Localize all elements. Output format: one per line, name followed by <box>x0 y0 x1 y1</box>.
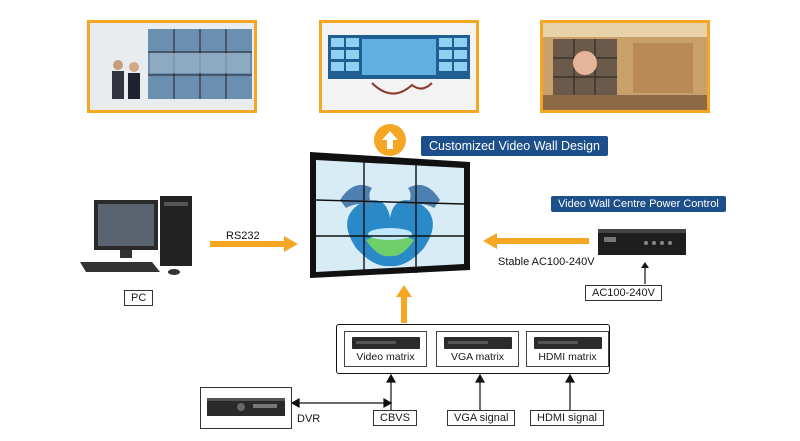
up-arrow-icon <box>373 123 407 157</box>
photo-mall-wall <box>540 20 710 113</box>
pc-computer <box>78 192 198 278</box>
matrix-device-icon <box>534 337 602 349</box>
stable-ac-label: Stable AC100-240V <box>498 256 595 268</box>
pc-label: PC <box>124 290 154 306</box>
hdmi-matrix-label: HDMI matrix <box>538 351 597 363</box>
ac-input-label: AC100-240V <box>585 285 662 301</box>
hdmi-signal-label: HDMI signal <box>530 410 604 426</box>
right-arrow-icon <box>210 236 298 252</box>
vga-matrix-label: VGA matrix <box>450 351 505 363</box>
dvr-device <box>200 387 292 429</box>
ac-input-connector <box>640 262 650 284</box>
matrix-device-icon <box>352 337 420 349</box>
rs232-label: RS232 <box>226 230 260 242</box>
cbvs-label: CBVS <box>373 410 417 426</box>
vga-matrix: VGA matrix <box>436 331 519 367</box>
video-matrix: Video matrix <box>344 331 427 367</box>
dvr-label: DVR <box>297 413 321 425</box>
headline-badge: Customized Video Wall Design <box>421 136 608 156</box>
video-wall <box>306 148 474 282</box>
photo-presentation-wall <box>87 20 257 113</box>
photo-control-room-wall <box>319 20 479 113</box>
up-arrow-icon <box>396 285 412 323</box>
matrix-device-icon <box>444 337 512 349</box>
power-control-badge: Video Wall Centre Power Control <box>551 196 726 212</box>
vga-signal-label: VGA signal <box>447 410 516 426</box>
video-matrix-label: Video matrix <box>356 351 415 363</box>
left-arrow-icon <box>483 233 589 249</box>
power-controller-device <box>596 225 688 261</box>
matrix-group <box>336 324 610 374</box>
hdmi-matrix: HDMI matrix <box>526 331 609 367</box>
